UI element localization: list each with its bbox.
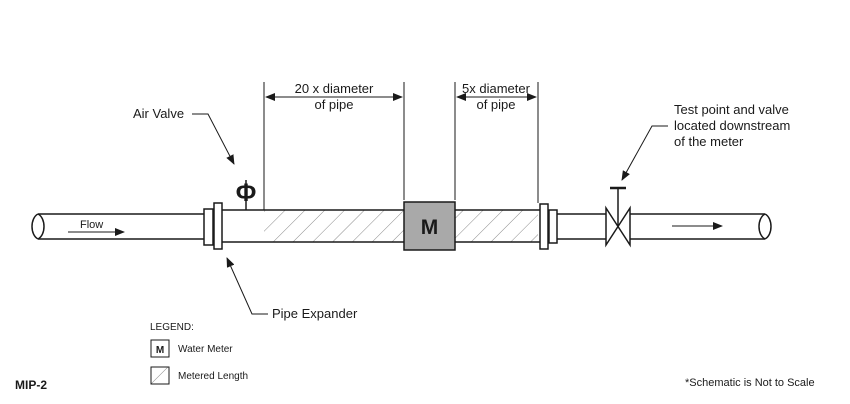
legend-meter-swatch <box>150 339 170 358</box>
flow-label: Flow <box>80 219 103 231</box>
upstream-dim-label-2: of pipe <box>314 97 353 112</box>
legend: LEGEND: M Water Meter Metered Length <box>150 322 248 385</box>
pipe-expander-label: Pipe Expander <box>272 306 358 321</box>
upstream-dimension <box>263 82 405 210</box>
test-point-label-2: located downstream <box>674 118 790 133</box>
test-point-label-3: of the meter <box>674 134 744 149</box>
meter-symbol: M <box>421 216 439 239</box>
outlet-pipe <box>557 213 772 240</box>
legend-meter-label: Water Meter <box>178 344 233 355</box>
left-flange <box>203 202 223 250</box>
legend-metered-length-swatch <box>150 366 170 385</box>
downstream-dim-label-1: 5x diameter <box>462 81 531 96</box>
inlet-pipe <box>31 213 205 240</box>
test-point-leader <box>621 125 668 181</box>
pipe-expander-leader <box>226 257 268 315</box>
downstream-dim-label-2: of pipe <box>476 97 515 112</box>
gate-valve <box>605 186 631 248</box>
metered-length-downstream <box>455 210 538 242</box>
test-point-label-1: Test point and valve <box>674 102 789 117</box>
diagram-id-label: MIP-2 <box>15 378 47 392</box>
legend-meter-symbol: M <box>156 345 164 356</box>
air-valve-leader <box>192 113 235 165</box>
downstream-dimension <box>454 82 539 203</box>
water-meter: M <box>403 201 456 251</box>
right-flange <box>539 203 558 250</box>
air-valve-symbol: Φ <box>236 179 257 207</box>
scale-note: *Schematic is Not to Scale <box>685 377 815 389</box>
legend-title: LEGEND: <box>150 322 194 333</box>
upstream-dim-label-1: 20 x diameter <box>295 81 374 96</box>
expanded-pipe <box>222 209 540 243</box>
air-valve-label: Air Valve <box>133 106 184 121</box>
legend-metered-length-label: Metered Length <box>178 371 248 382</box>
metered-length-upstream <box>264 210 404 242</box>
